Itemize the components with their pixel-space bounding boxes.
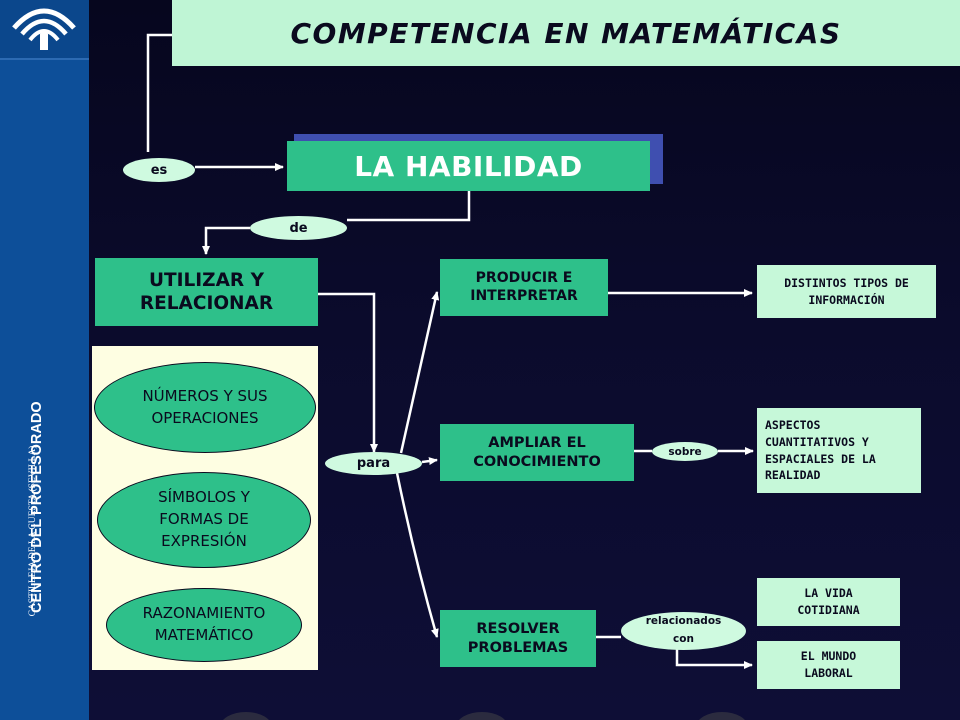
junta-andalucia-logo-icon — [12, 8, 76, 50]
title-box: COMPETENCIA EN MATEMÁTICAS — [172, 0, 960, 66]
line-relacionados-laboral — [675, 648, 753, 669]
target-vida: LA VIDA COTIDIANA — [757, 578, 900, 626]
utilizar-box: UTILIZAR Y RELACIONAR — [95, 258, 318, 326]
decor-bump — [696, 712, 748, 720]
purpose-ampliar: AMPLIAR EL CONOCIMIENTO — [440, 424, 634, 481]
line-title-es — [146, 33, 172, 152]
line-para-producir — [399, 291, 440, 454]
connector-para: para — [325, 452, 422, 475]
decor-bump — [220, 712, 272, 720]
line-de-utilizar — [202, 226, 250, 255]
page-title: COMPETENCIA EN MATEMÁTICAS — [290, 16, 842, 50]
sidebar-separator — [0, 58, 89, 60]
component-simbolos: SÍMBOLOS Y FORMAS DE EXPRESIÓN — [97, 472, 311, 568]
habilidad-box: LA HABILIDAD — [287, 141, 650, 191]
logo-block — [0, 0, 89, 58]
line-para-ampliar — [421, 457, 438, 466]
component-numeros: NÚMEROS Y SUS OPERACIONES — [94, 362, 316, 453]
connector-relacionados: relacionados con — [621, 612, 746, 650]
line-para-resolver — [395, 472, 439, 638]
target-aspectos: ASPECTOS CUANTITATIVOS Y ESPACIALES DE L… — [757, 408, 921, 493]
purpose-resolver: RESOLVER PROBLEMAS — [440, 610, 596, 667]
connector-sobre: sobre — [652, 442, 718, 461]
line-habilidad-de — [347, 191, 471, 222]
target-informacion: DISTINTOS TIPOS DE INFORMACIÓN — [757, 265, 936, 318]
component-razonamiento: RAZONAMIENTO MATEMÁTICO — [106, 588, 302, 662]
target-laboral: EL MUNDO LABORAL — [757, 641, 900, 689]
purpose-producir: PRODUCIR E INTERPRETAR — [440, 259, 608, 316]
connector-es: es — [123, 158, 195, 182]
decor-bump — [456, 712, 508, 720]
sidebar: CENTRO DEL PROFESORADO CASTILLEJA DE LA … — [0, 0, 89, 720]
habilidad-label: LA HABILIDAD — [354, 149, 583, 183]
connector-de: de — [250, 216, 347, 240]
line-utilizar-para — [318, 292, 378, 453]
